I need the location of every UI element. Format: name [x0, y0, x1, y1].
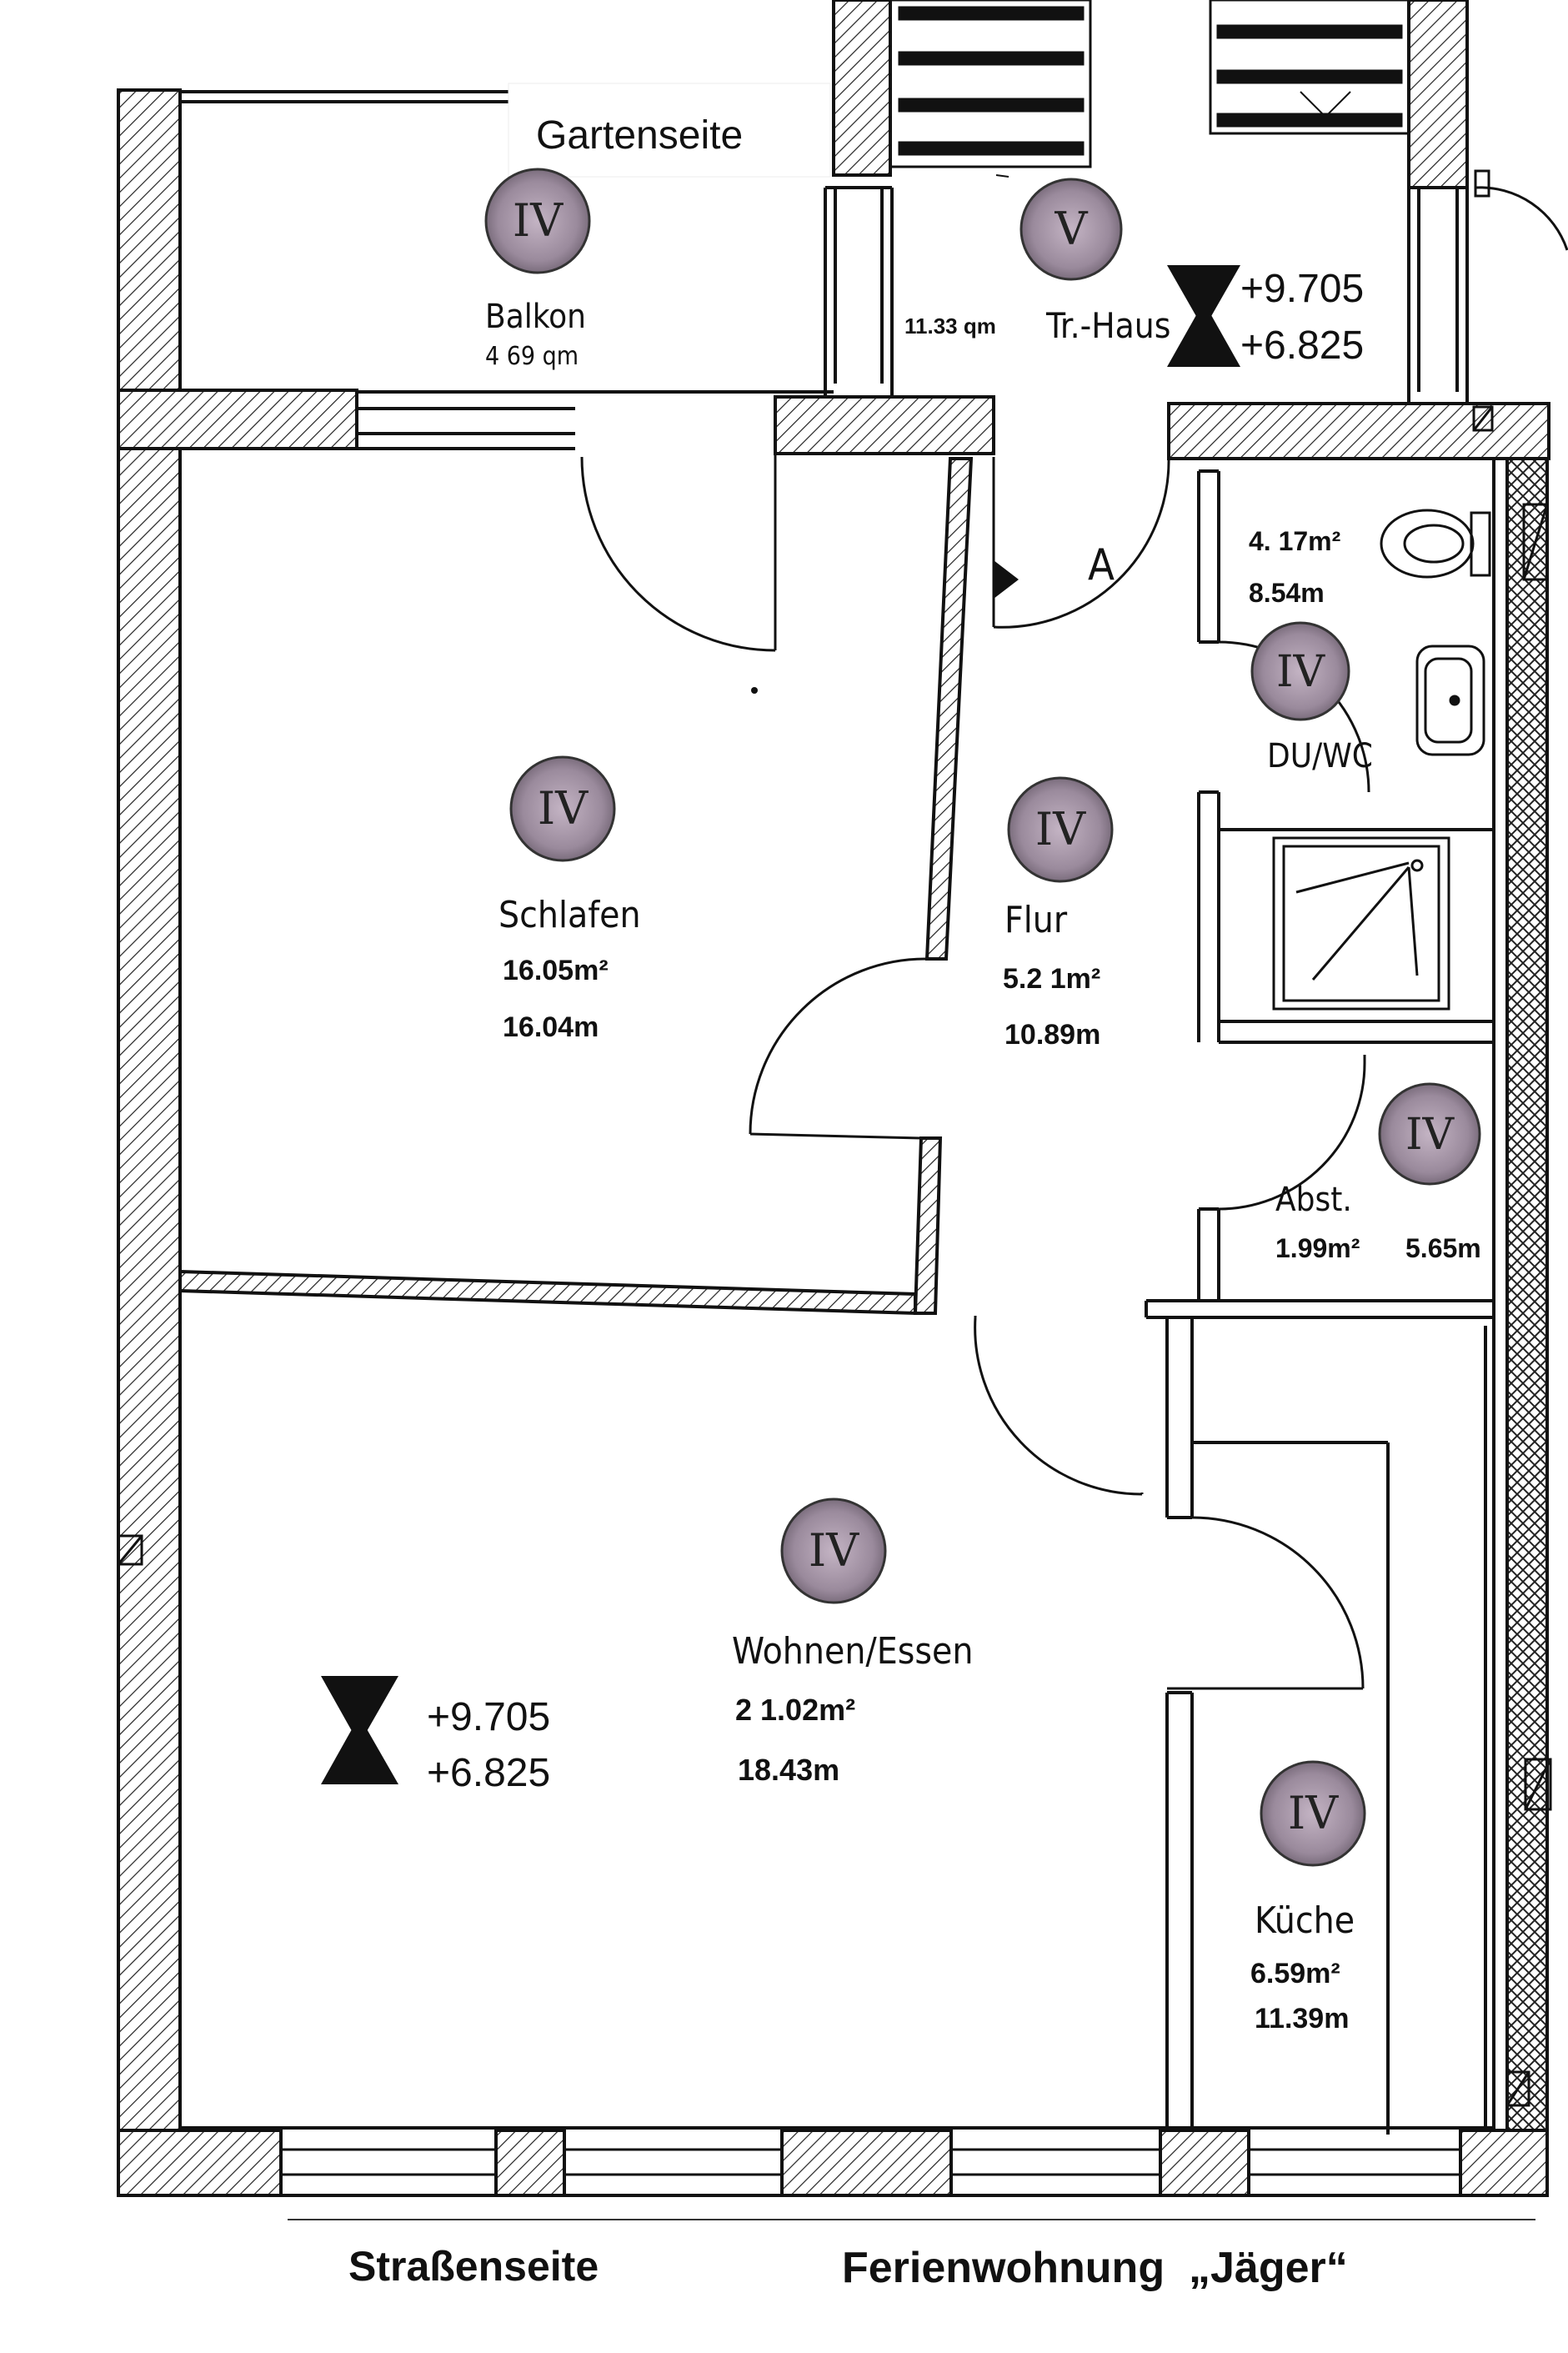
svg-text:IV: IV: [809, 1524, 859, 1577]
duwc-name: DU/WC: [1267, 737, 1373, 775]
scan-dot: [751, 687, 758, 694]
kueche-name: Küche: [1255, 1899, 1355, 1942]
wohnen-perimeter: 18.43m: [738, 1753, 839, 1787]
flur-perimeter: 10.89m: [1004, 1019, 1100, 1051]
wall-bottom-5: [1459, 2129, 1549, 2197]
wall-schlafen-flur-lower: [913, 1136, 943, 1315]
svg-text:IV: IV: [1288, 1787, 1339, 1839]
level-icon: [321, 1676, 398, 1744]
svg-text:IV: IV: [538, 782, 589, 835]
disk-schlafen: IV: [509, 755, 616, 862]
wall-bottom-4: [1159, 2129, 1250, 2197]
toilet-icon: [1380, 509, 1491, 579]
svg-text:+6.825: +6.825: [1240, 324, 1364, 368]
balkon-name: Balkon: [485, 298, 586, 336]
sink-icon: [1415, 645, 1485, 756]
svg-text:+6.825: +6.825: [427, 1751, 550, 1795]
wall-top-mid: [774, 395, 995, 455]
walls: [117, 0, 1550, 2197]
wall-right-outer: [1505, 457, 1549, 2153]
door-marker-label: A: [1088, 540, 1115, 590]
treppe-area: 11.33 qm: [904, 314, 996, 339]
fixtures: [1272, 509, 1491, 1011]
wall-bottom-1: [117, 2129, 283, 2197]
balkon-area: 4 69 qm: [485, 342, 579, 371]
wall-stair-left: [832, 0, 892, 177]
wall-schlafen-wohnen: [178, 1269, 917, 1316]
level-icon: [1167, 265, 1240, 329]
level-marker-stair: +9.705 +6.825: [1167, 265, 1364, 368]
schlafen-area: 16.05m²: [503, 955, 609, 986]
kueche-area: 6.59m²: [1250, 1958, 1340, 1989]
wall-bottom-3: [780, 2129, 953, 2197]
schlafen-perimeter: 16.04m: [503, 1011, 599, 1043]
wall-stair-right: [1407, 0, 1469, 189]
svg-text:IV: IV: [1035, 803, 1086, 855]
svg-text:+9.705: +9.705: [427, 1695, 550, 1739]
svg-text:+9.705: +9.705: [1240, 267, 1364, 311]
treppe-name: Tr.-Haus: [1045, 305, 1170, 346]
abst-perimeter: 5.65m: [1405, 1233, 1481, 1263]
wall-top-left: [117, 389, 358, 450]
street-side-label: Straßenseite: [348, 2243, 599, 2290]
wohnen-name: Wohnen/Essen: [732, 1630, 973, 1673]
garden-label-box: [508, 83, 831, 178]
flur-name: Flur: [1004, 899, 1068, 941]
abst-name: Abst.: [1275, 1181, 1352, 1219]
shower-icon: [1272, 836, 1450, 1011]
disk-wohnen: IV: [780, 1498, 887, 1604]
duwc-perimeter: 8.54m: [1249, 578, 1325, 608]
level-marker-living: +9.705 +6.825: [321, 1676, 550, 1795]
svg-text:V: V: [1055, 203, 1089, 255]
kueche-perimeter: 11.39m: [1255, 2003, 1349, 2034]
svg-text:IV: IV: [1276, 647, 1326, 697]
wohnen-area: 2 1.02m²: [735, 1693, 855, 1727]
wall-schlafen-flur: [924, 457, 974, 961]
fire-class-disks: IV V IV IV IV IV IV IV: [484, 168, 1481, 1867]
disk-balkon: IV: [484, 168, 591, 274]
disk-treppe: V: [1019, 178, 1123, 281]
schlafen-name: Schlafen: [498, 894, 641, 936]
svg-text:IV: IV: [1405, 1110, 1455, 1160]
disk-kueche: IV: [1260, 1760, 1366, 1867]
disk-flur: IV: [1007, 776, 1114, 883]
apartment-title: Ferienwohnung „Jäger“: [842, 2244, 1348, 2292]
stairs: [889, 0, 1410, 178]
room-labels: Balkon 4 69 qm 11.33 qm Tr.-Haus Schlafe…: [485, 298, 1481, 2034]
flur-area: 5.2 1m²: [1003, 963, 1100, 995]
disk-abst: IV: [1378, 1082, 1481, 1186]
abst-area: 1.99m²: [1275, 1233, 1360, 1263]
duwc-area: 4. 17m²: [1249, 526, 1340, 556]
markers: [117, 169, 1552, 2107]
wall-bottom-2: [494, 2129, 566, 2197]
entry-arrow-icon: [994, 560, 1019, 599]
svg-text:IV: IV: [513, 194, 564, 247]
garden-side-label: Gartenseite: [536, 113, 743, 158]
disk-duwc: IV: [1250, 621, 1350, 721]
